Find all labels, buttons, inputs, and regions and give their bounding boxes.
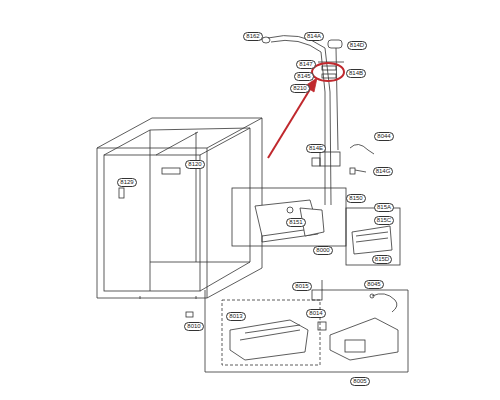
callout-number: 8147 [296,60,315,69]
callout-number: 8145 [294,72,313,81]
ice-bucket-group [232,188,346,246]
callout-number: 814B [346,69,366,78]
callout-number: 814D [347,41,367,50]
callout-number: 8151 [286,218,305,227]
callout-number: 8010 [184,322,203,331]
callout-number: 8150 [346,194,365,203]
callout-number: 8014 [306,309,325,318]
callout-number: 8005 [350,377,369,386]
callout-number: 815C [374,216,394,225]
callout-number: 814E [306,144,326,153]
water-tube-assembly [262,36,374,205]
callout-number: 814G [373,167,394,176]
callout-number: 8000 [313,246,332,255]
callout-number: 8120 [185,160,204,169]
refrigerator-cabinet [97,118,262,317]
callout-number: 8045 [364,280,383,289]
callout-number: 8162 [243,32,262,41]
callout-number: 815A [374,203,394,212]
callout-number: 8044 [374,132,393,141]
callout-number: 8129 [117,178,136,187]
callout-number: 814A [304,32,324,41]
callout-number: 8013 [226,312,245,321]
callout-number: 8210 [290,84,309,93]
ice-maker-group [205,280,408,372]
shelf-group [346,208,400,265]
callout-number: 8015 [292,282,311,291]
callout-number: 815D [372,255,392,264]
